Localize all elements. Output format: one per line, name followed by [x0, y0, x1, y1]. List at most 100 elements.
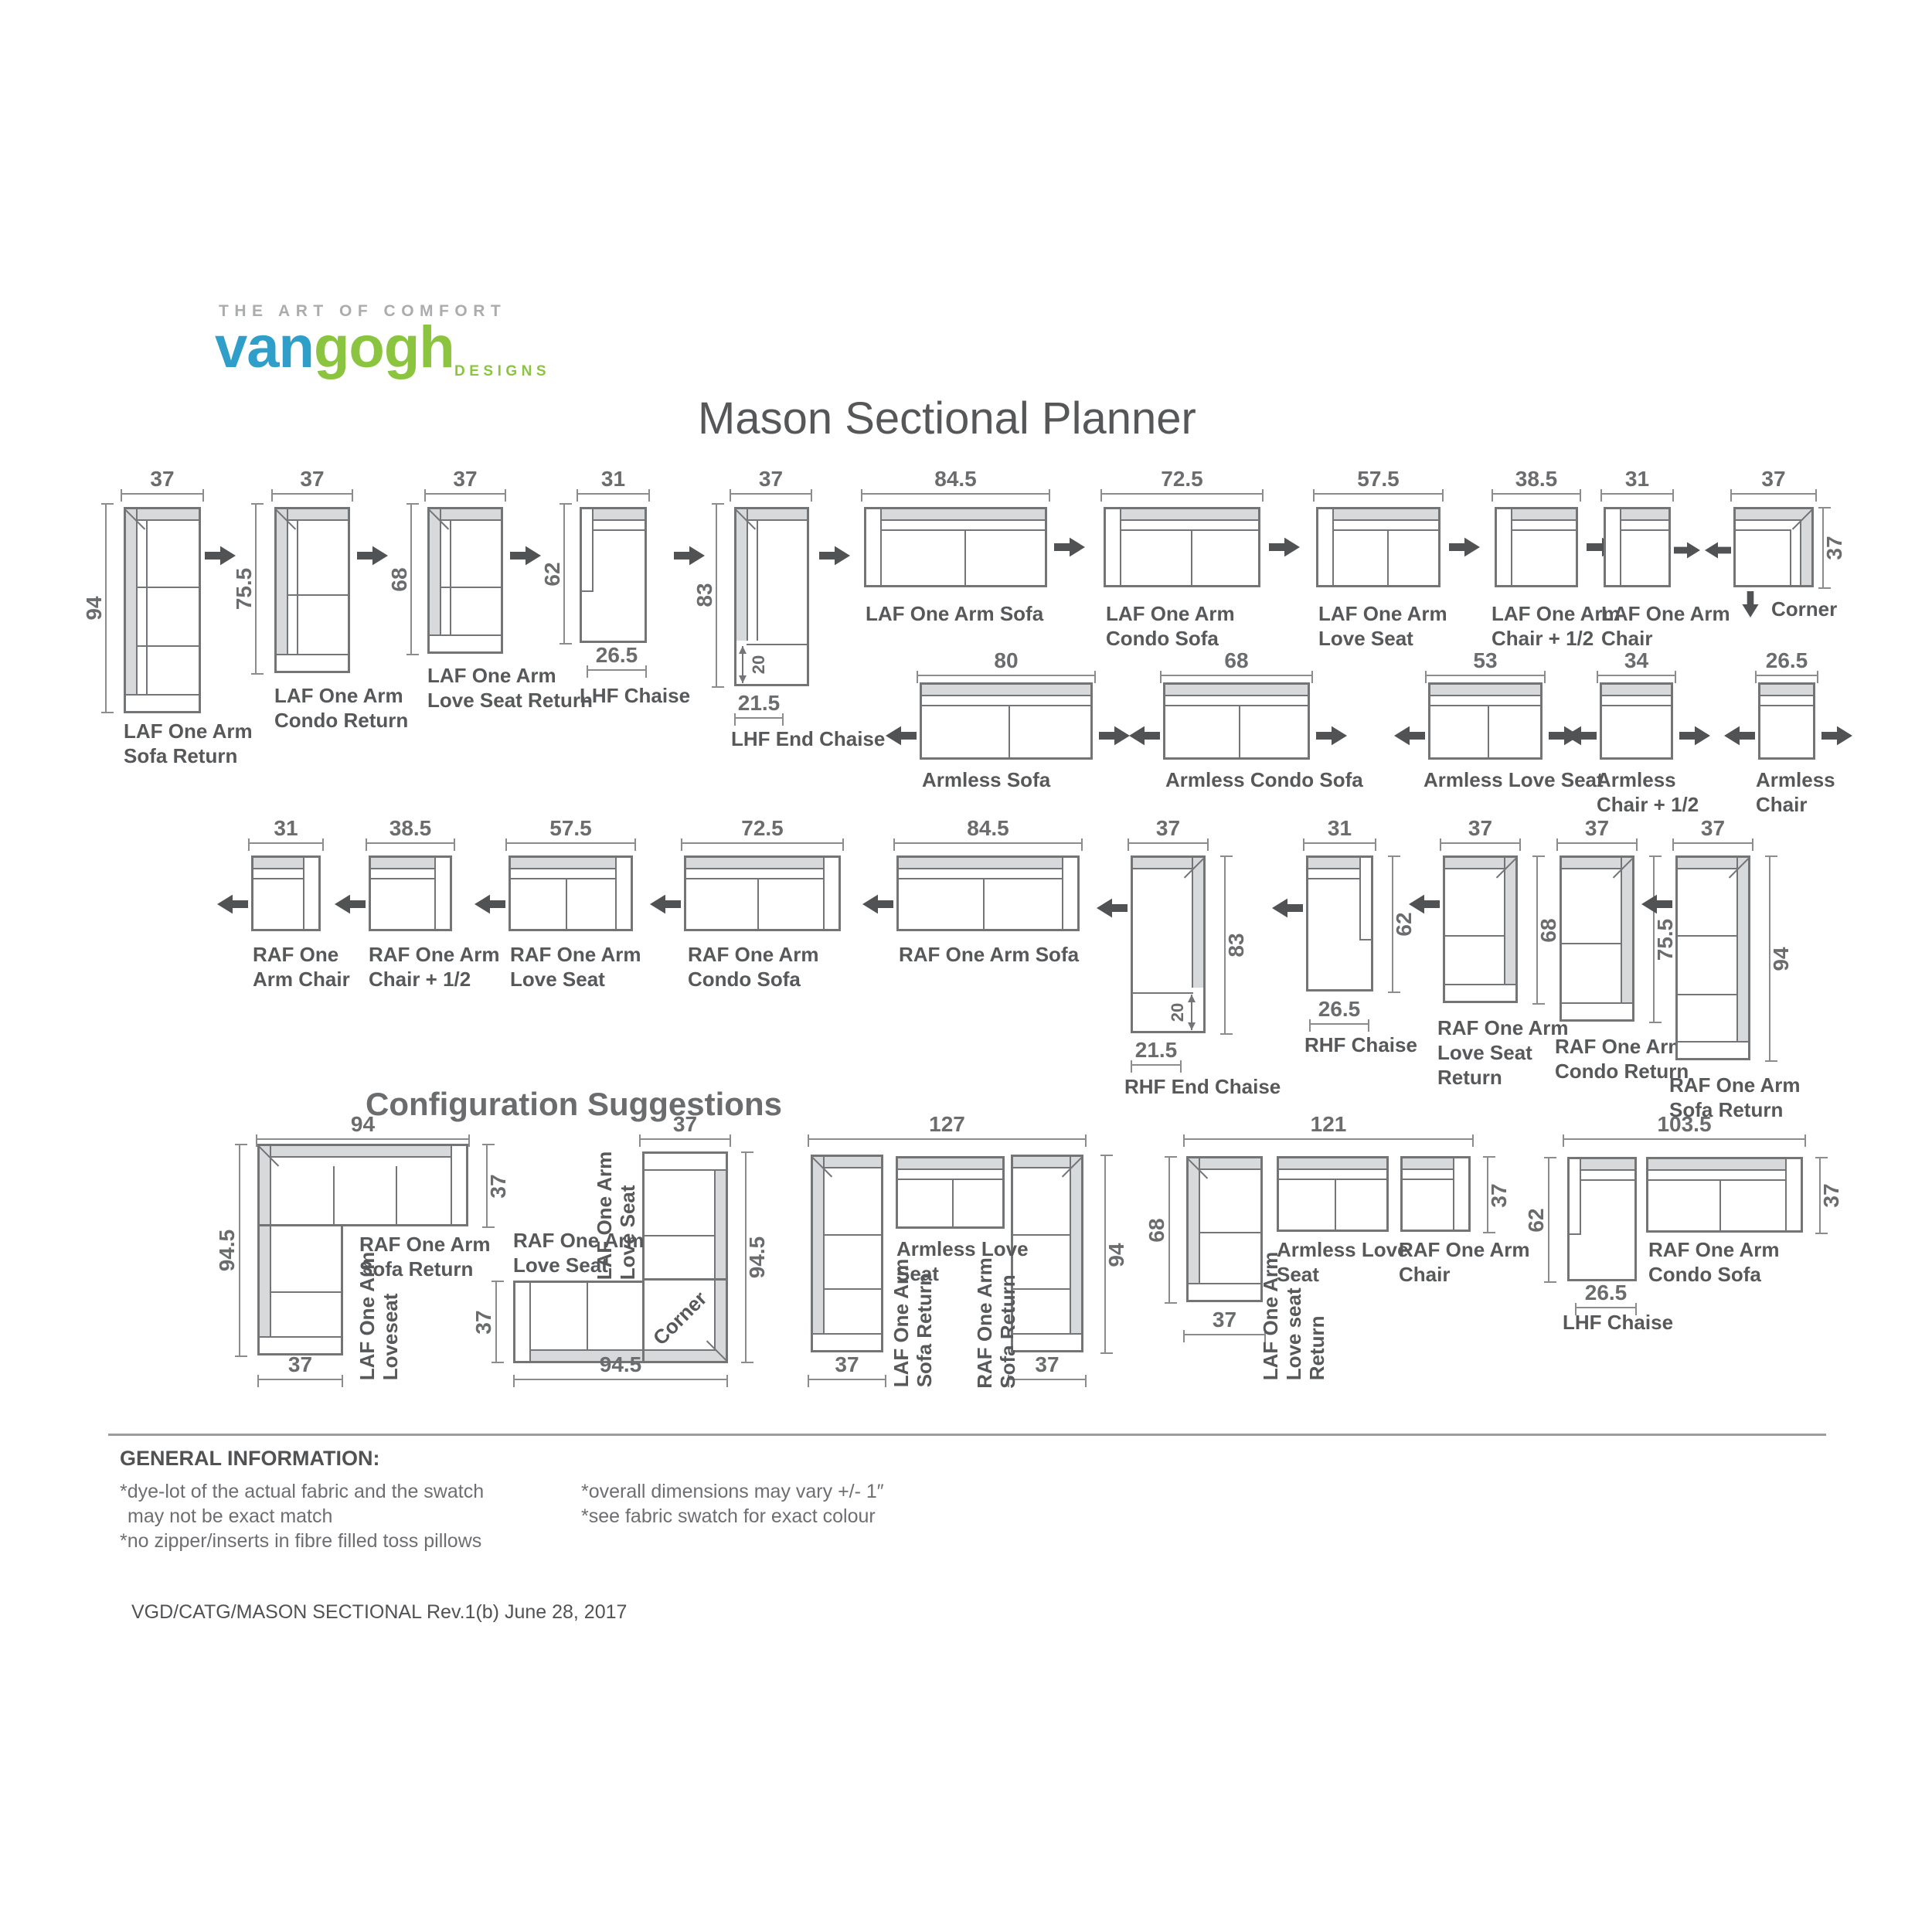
config-d-right-dim: 37: [1487, 1183, 1511, 1208]
width-dim: 84.5: [893, 818, 1083, 851]
piece-label: LHF Chaise: [580, 684, 691, 707]
config-b-bottom-dim: 94.5: [513, 1354, 728, 1387]
plan-corner: [1733, 507, 1814, 587]
width-dim: 37: [1128, 818, 1209, 851]
config-c-laf-sofa-return: [811, 1155, 883, 1352]
arrow-right-icon: [205, 546, 236, 566]
info-note: *overall dimensions may vary +/- 1″: [581, 1481, 884, 1502]
width-dim: 26.5: [1755, 650, 1818, 683]
config-c-bottom-left-dim: 37: [808, 1354, 886, 1387]
config-c-top-dim: 127: [808, 1114, 1087, 1147]
config-d-bottom-dim: 37: [1183, 1309, 1266, 1342]
config-b-loveseat-vertical: [642, 1151, 728, 1281]
arrow-right-icon: [819, 546, 850, 566]
plan-laf-loveseat-return: [427, 507, 503, 654]
arrow-left-icon: [474, 893, 505, 915]
height-dim: 75.5: [232, 567, 256, 611]
height-dim-line: [1220, 855, 1233, 1035]
plan-raf-sofa-return: [1675, 855, 1750, 1060]
plan-laf-love-seat: [1316, 507, 1440, 587]
height-dim: 68: [1536, 918, 1560, 943]
height-dim: 83: [1224, 933, 1248, 957]
logo-gogh: gogh: [313, 315, 455, 380]
width-dim: 31: [1303, 818, 1376, 851]
piece-label: RHF End Chaise: [1124, 1075, 1281, 1098]
piece-label: Armless Love Seat: [1423, 768, 1604, 791]
config-e-seat-dim: 26.5: [1575, 1282, 1637, 1315]
config-a-sofa-return: [257, 1144, 468, 1226]
height-dim-line: [1388, 855, 1400, 993]
width-dim: 68: [1160, 650, 1313, 683]
config-b-right-dim: 94.5: [745, 1236, 769, 1279]
extension-dim-arrow: [739, 646, 747, 683]
plan-armless-chair-half: [1600, 682, 1673, 760]
config-b-corner: [642, 1281, 728, 1363]
plan-rhf-chaise: [1306, 855, 1373, 992]
height-dim: 62: [540, 562, 564, 587]
config-e-chaise-label: LHF Chaise: [1563, 1311, 1674, 1334]
width-dim: 72.5: [1100, 468, 1264, 502]
config-b-left-dim-line: [492, 1281, 504, 1363]
arrow-left-icon: [1705, 541, 1731, 560]
config-a-bottom-dim: 37: [257, 1354, 343, 1387]
width-dim: 37: [121, 468, 204, 502]
width-dim: 34: [1597, 650, 1676, 683]
config-d-top-dim: 121: [1183, 1114, 1474, 1147]
height-dim-line: [712, 503, 724, 688]
arrow-left-icon: [1566, 725, 1597, 747]
config-c-right-dim-line: [1100, 1155, 1113, 1354]
config-b-left-dim: 37: [471, 1310, 495, 1335]
config-c-armless-loveseat: [896, 1156, 1005, 1229]
height-dim: 37: [1822, 536, 1846, 560]
divider-rule: [108, 1434, 1826, 1436]
general-info-heading: GENERAL INFORMATION:: [120, 1447, 380, 1470]
plan-laf-chair: [1604, 507, 1671, 587]
width-dim: 37: [271, 468, 353, 502]
arrow-right-icon: [1269, 537, 1300, 557]
logo-tagline: THE ART OF COMFORT: [219, 302, 507, 320]
plan-laf-condo-return: [274, 507, 350, 673]
plan-raf-chair-half: [369, 855, 452, 931]
seat-dim: 21.5: [1131, 1039, 1182, 1073]
plan-raf-condo-return: [1560, 855, 1634, 1022]
config-e-right-dim: 37: [1819, 1183, 1843, 1208]
plan-armless-condo-sofa: [1163, 682, 1310, 760]
config-c-raf-sofa-return: [1011, 1155, 1083, 1352]
plan-armless-love-seat: [1428, 682, 1543, 760]
configurations-heading: Configuration Suggestions: [366, 1086, 782, 1122]
height-dim: 94: [82, 596, 106, 621]
seat-dim: 21.5: [734, 692, 784, 726]
config-a-top-dim: 94: [256, 1114, 470, 1147]
piece-label: Armless Condo Sofa: [1165, 768, 1363, 791]
page-title: Mason Sectional Planner: [698, 393, 1196, 444]
width-dim: 80: [917, 650, 1096, 683]
config-d-left-dim: 68: [1145, 1218, 1168, 1243]
width-dim: 72.5: [681, 818, 844, 851]
plan-raf-condo-sofa: [684, 855, 841, 931]
config-d-raf-chair: [1400, 1156, 1471, 1232]
arrow-right-icon: [1674, 542, 1700, 559]
plan-armless-sofa: [920, 682, 1093, 760]
arrow-left-icon: [1724, 725, 1755, 747]
width-dim: 38.5: [366, 818, 455, 851]
height-dim: 68: [387, 567, 411, 592]
extension-dim: 20: [1168, 1002, 1187, 1022]
piece-label: LHF End Chaise: [731, 727, 886, 750]
arrow-left-icon: [1272, 897, 1303, 919]
height-dim-line: [101, 503, 114, 713]
arrow-left-icon: [1097, 897, 1128, 919]
